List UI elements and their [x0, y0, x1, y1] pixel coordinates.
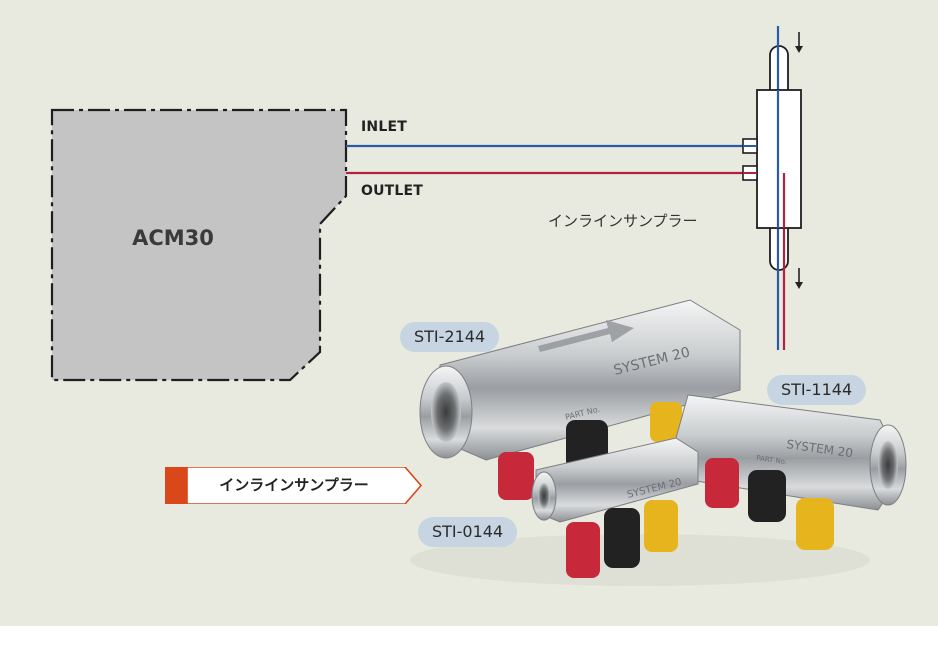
flow-diagram: SYSTEM 20 PART No. SYSTEM 20 PART No. [50, 26, 907, 586]
sti-0144-knobs [566, 500, 678, 578]
product-photo: SYSTEM 20 PART No. SYSTEM 20 PART No. [410, 299, 907, 586]
sti-1144-knobs [705, 458, 834, 550]
section-tag: インラインサンプラー [165, 467, 423, 504]
model-pill-sti-0144: STI-0144 [418, 517, 518, 547]
acm30-housing [50, 108, 348, 382]
section-tag-label: インラインサンプラー [219, 476, 369, 494]
diagram-panel: SYSTEM 20 PART No. SYSTEM 20 PART No. [0, 0, 938, 626]
section-tag-shape [165, 467, 423, 504]
device-label: ACM30 [132, 226, 214, 250]
inlet-label: INLET [361, 119, 407, 135]
outlet-label: OUTLET [361, 183, 424, 199]
flow-arrow-bottom-icon [795, 268, 803, 289]
model-pill-sti-2144: STI-2144 [400, 322, 500, 352]
flow-arrow-top-icon [795, 32, 803, 53]
sti-0144-body: SYSTEM 20 [531, 437, 699, 523]
sti-2144-body: SYSTEM 20 PART No. [419, 299, 741, 461]
model-pill-sti-1144: STI-1144 [767, 375, 867, 405]
sampler-label: インラインサンプラー [548, 212, 698, 230]
